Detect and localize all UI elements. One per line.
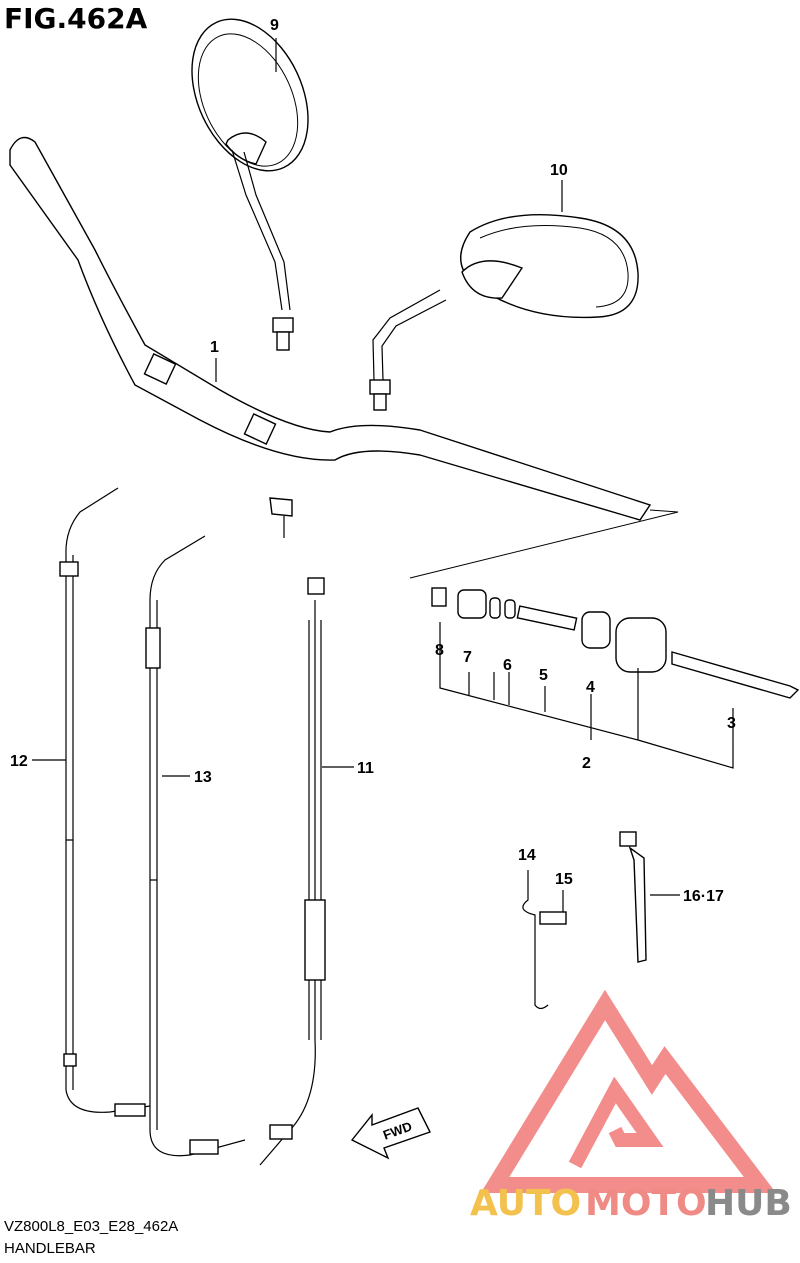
- callout-4: 4: [586, 679, 595, 696]
- figure-title: FIG.462A: [4, 2, 148, 35]
- callout-labels: 9 10 1 8 7 6 5 4 3 2 12 13 11 14 15 16·1…: [10, 17, 736, 905]
- callout-15: 15: [555, 871, 573, 888]
- callout-2: 2: [582, 755, 591, 772]
- callout-12: 12: [10, 753, 28, 770]
- callout-7: 7: [463, 649, 472, 666]
- throttle-cable-13: [145, 535, 246, 1157]
- clutch-cable-11: [259, 577, 326, 1166]
- mirror-left: [191, 18, 309, 351]
- callout-1: 1: [210, 339, 219, 356]
- callout-6: 6: [503, 657, 512, 674]
- cable-clamp: [269, 497, 293, 538]
- callout-13: 13: [194, 769, 212, 786]
- watermark-auto: AUTO: [470, 1183, 581, 1224]
- mirror-right: [369, 213, 639, 411]
- watermark-moto: MOTO: [585, 1183, 707, 1224]
- callout-5: 5: [539, 667, 548, 684]
- automotohub-logo: [480, 989, 777, 1193]
- callout-9: 9: [270, 17, 279, 34]
- fwd-arrow: FWD: [350, 1107, 431, 1160]
- footer-code: VZ800L8_E03_E28_462A: [4, 1218, 179, 1235]
- callout-3: 3: [727, 715, 736, 732]
- throttle-cable-12: [59, 487, 151, 1117]
- callout-16-17: 16·17: [683, 888, 724, 905]
- callout-14: 14: [518, 847, 536, 864]
- callout-11: 11: [357, 760, 374, 777]
- footer-name: HANDLEBAR: [4, 1240, 96, 1257]
- small-parts: [522, 831, 680, 1010]
- handlebar-tube: [9, 136, 652, 521]
- bar-end-weight-assembly: [409, 509, 800, 769]
- callout-8: 8: [435, 642, 444, 659]
- watermark-hub: HUB: [705, 1183, 792, 1224]
- callout-10: 10: [550, 162, 568, 179]
